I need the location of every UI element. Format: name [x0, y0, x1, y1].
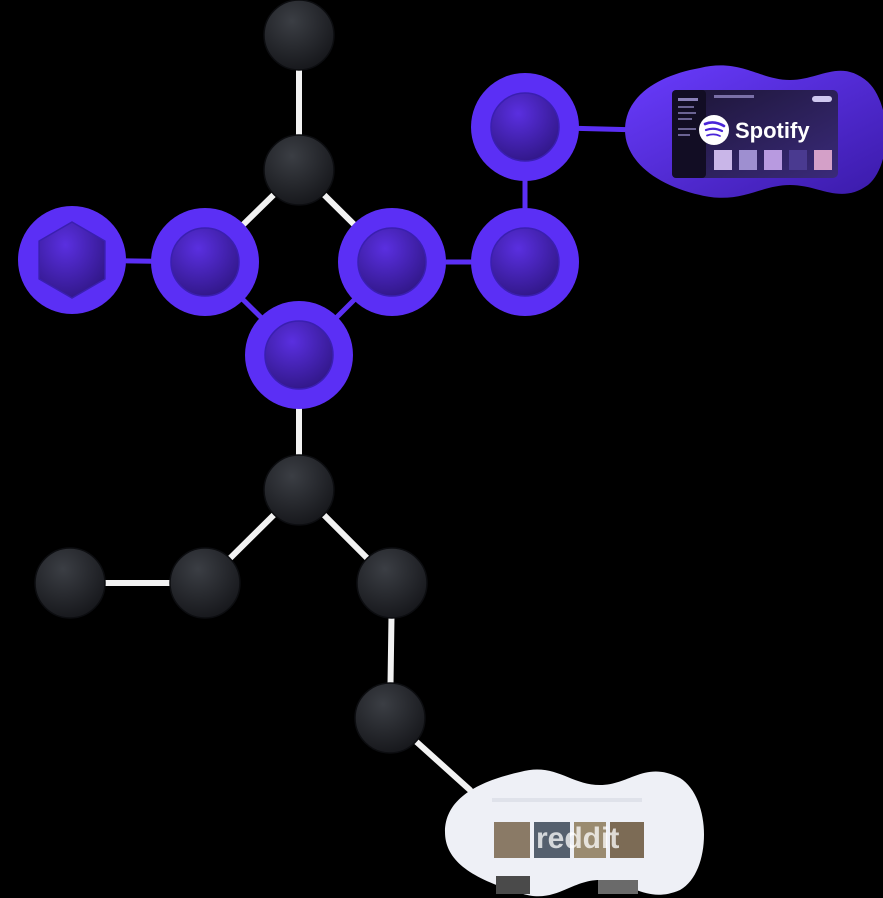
- reddit-preview-icon: [492, 798, 644, 894]
- node-lower-right[interactable]: [356, 547, 428, 619]
- circle-icon: [263, 454, 335, 526]
- circle-icon: [263, 134, 335, 206]
- node-far-right-top[interactable]: [471, 73, 579, 181]
- node-bottom-purple[interactable]: [245, 301, 353, 409]
- circle-icon: [490, 92, 560, 162]
- node-hub-upper[interactable]: [263, 134, 335, 206]
- spotify-brand-text: Spotify: [735, 118, 810, 143]
- node-hex[interactable]: [18, 206, 126, 314]
- node-left-mid[interactable]: [151, 208, 259, 316]
- node-far-right-mid[interactable]: [471, 208, 579, 316]
- circle-icon: [490, 227, 560, 297]
- circle-icon: [356, 547, 428, 619]
- circle-icon: [34, 547, 106, 619]
- node-right-mid[interactable]: [338, 208, 446, 316]
- reddit-card[interactable]: reddit: [445, 769, 704, 897]
- spotify-logo-icon: [699, 115, 729, 145]
- circle-icon: [263, 0, 335, 71]
- node-top[interactable]: [263, 0, 335, 71]
- node-lower-left[interactable]: [169, 547, 241, 619]
- reddit-watermark-text: reddit: [536, 822, 619, 855]
- node-lower-left-far[interactable]: [34, 547, 106, 619]
- node-lower-bottom[interactable]: [354, 682, 426, 754]
- spotify-app-preview-icon: [672, 90, 838, 178]
- spotify-card[interactable]: Spotify: [625, 65, 883, 198]
- node-hub-lower[interactable]: [263, 454, 335, 526]
- circle-icon: [264, 320, 334, 390]
- circle-icon: [354, 682, 426, 754]
- circle-icon: [169, 547, 241, 619]
- circle-icon: [170, 227, 240, 297]
- nodes-layer: [18, 0, 579, 754]
- hexagon-icon: [38, 221, 106, 299]
- circle-icon: [357, 227, 427, 297]
